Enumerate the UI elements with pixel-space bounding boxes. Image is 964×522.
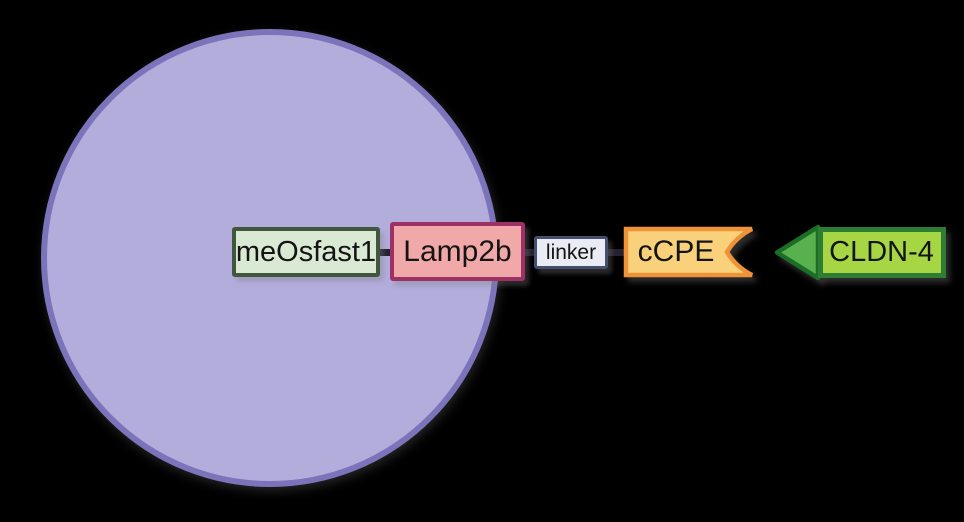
linker-label: linker bbox=[545, 240, 597, 264]
lamp2b-label: Lamp2b bbox=[403, 234, 512, 268]
linker-box: linker bbox=[534, 236, 608, 269]
meosfast1-box: meOsfast1 bbox=[232, 227, 380, 277]
cldn4-label: CLDN-4 bbox=[829, 236, 934, 268]
lamp2b-box: Lamp2b bbox=[390, 222, 525, 281]
ccpe-label: cCPE bbox=[637, 235, 715, 268]
cldn4-arrowhead bbox=[774, 224, 821, 281]
connector-linker-ccpe bbox=[602, 249, 630, 256]
meosfast1-label: meOsfast1 bbox=[235, 235, 377, 268]
connector-meosfast1-lamp2b bbox=[374, 249, 400, 256]
cldn4-arrow-body bbox=[818, 227, 946, 278]
ccpe-banner-shape bbox=[623, 226, 754, 278]
connector-lamp2b-linker bbox=[518, 249, 542, 256]
